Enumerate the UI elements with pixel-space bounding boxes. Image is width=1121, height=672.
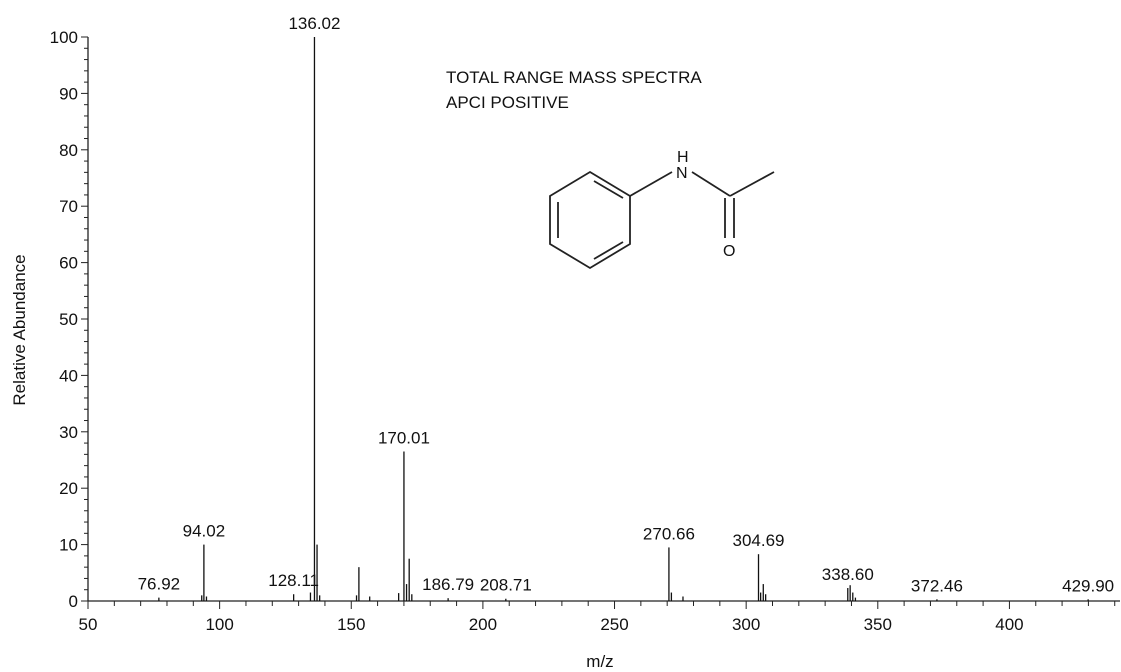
y-tick-label: 30	[59, 423, 78, 442]
oxygen-label: O	[723, 243, 735, 260]
peak-label: 270.66	[643, 524, 695, 543]
peak-label: 429.90	[1062, 576, 1114, 595]
peak-label: 136.02	[288, 14, 340, 33]
y-tick-label: 50	[59, 310, 78, 329]
ring-inner-bond-2	[593, 241, 624, 260]
axes: 0 10 20 30 40 50 60 70 80 90 100 50 100 150 200 250 300 3…	[50, 28, 1120, 634]
carbonyl-to-methyl-bond	[729, 171, 775, 197]
x-tick-label: 50	[79, 615, 98, 634]
annotation-line-2: APCI POSITIVE	[446, 93, 569, 112]
x-tick-label: 150	[337, 615, 365, 634]
x-tick-label: 350	[864, 615, 892, 634]
peaks	[158, 37, 1089, 601]
y-tick-label: 90	[59, 84, 78, 103]
peak-label: 186.79	[422, 575, 474, 594]
peak-labels: 76.92 94.02 128.11 136.02 170.01 186.79 208.71…	[138, 14, 1115, 595]
x-tick-label: 200	[469, 615, 497, 634]
y-tick-label: 20	[59, 479, 78, 498]
x-tick-label: 100	[205, 615, 233, 634]
nitrogen-label: N	[676, 165, 688, 182]
acetanilide-structure	[549, 170, 775, 270]
y-axis-title: Relative Abundance	[10, 254, 29, 405]
peak-label: 94.02	[183, 522, 226, 541]
peak-label: 170.01	[378, 429, 430, 448]
hydrogen-label: H	[677, 149, 689, 166]
x-axis-title: m/z	[586, 652, 613, 671]
x-tick-label: 400	[995, 615, 1023, 634]
annotation-line-1: TOTAL RANGE MASS SPECTRA	[446, 68, 702, 87]
benzene-ring	[549, 170, 631, 270]
ring-to-n-bond	[629, 171, 673, 197]
peak-label: 208.71	[480, 576, 532, 595]
y-tick-label: 10	[59, 536, 78, 555]
x-tick-label: 300	[732, 615, 760, 634]
peak-label: 128.11	[268, 571, 319, 590]
y-tick-label: 80	[59, 141, 78, 160]
x-tick-label: 250	[600, 615, 628, 634]
y-tick-label: 60	[59, 254, 78, 273]
peak-label: 338.60	[822, 565, 874, 584]
y-tick-label: 70	[59, 197, 78, 216]
peak-label: 76.92	[138, 575, 181, 594]
n-to-carbonyl-bond	[691, 171, 731, 197]
ring-inner-bond-1	[593, 180, 624, 199]
y-tick-label: 40	[59, 366, 78, 385]
peak-label: 372.46	[911, 576, 963, 595]
y-tick-label: 100	[50, 28, 78, 47]
peak-label: 304.69	[733, 531, 785, 550]
y-tick-label: 0	[69, 592, 78, 611]
